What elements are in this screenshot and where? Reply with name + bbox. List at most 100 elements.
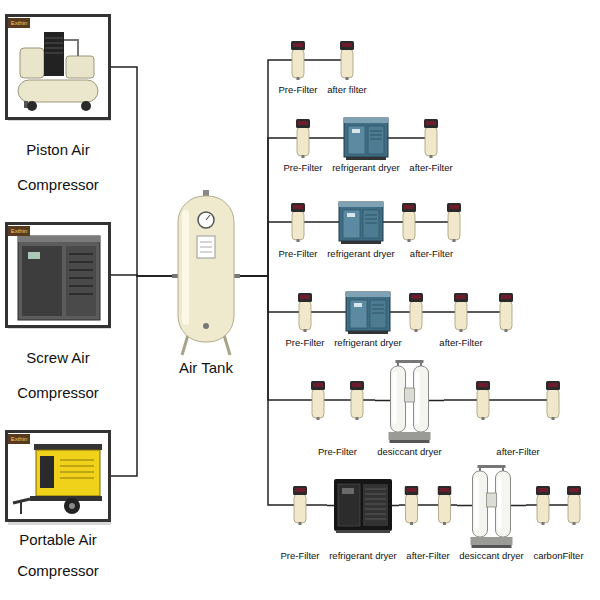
component-icons [402,202,461,242]
component-icons [278,485,322,525]
desiccant-dryer-icon [471,465,513,548]
air-tank-picture [200,242,212,243]
filter-dryer-node: after-Filter [476,380,560,458]
component-icons [276,40,320,80]
component-label: carbonFilter [531,550,586,562]
filter-icon [567,486,581,525]
component-icons [325,40,369,80]
air-tank-picture [198,212,214,228]
air-tank-picture [206,215,210,220]
connector-line [452,504,457,506]
filter-dryer-node: refrigerant dryer [330,116,402,174]
portable-compressor-picture [64,498,80,514]
filter-icon [402,203,416,242]
portable-compressor-picture [34,444,102,450]
component-label: Pre-Filter [283,337,327,349]
filter-dryer-node: desiccant dryer [457,463,526,563]
portable-compressor-picture [60,466,94,467]
refrigerant-dryer-icon [346,292,390,334]
screw-compressor-picture [69,285,93,287]
filter-dryer-node: refrigerant dryer [332,290,404,349]
screw-compressor-picture [69,293,93,295]
component-icons [457,463,526,548]
piston-compressor-picture [7,16,110,119]
filter-dryer-node: after-Filter [402,202,461,260]
screw-compressor-picture [28,252,40,259]
filter-icon [499,293,513,332]
screw-compressor-picture [7,224,110,327]
screw-compressor-picture [66,246,96,316]
screw-compressor-picture [18,236,100,320]
air-tank-picture [200,252,212,253]
screw-compressor-picture [7,224,112,330]
air-tank-picture [178,196,234,342]
filter-dryer-node: after filter [325,40,369,96]
connector-line [364,399,375,401]
connector-line [526,504,531,506]
connector-line [240,138,281,276]
filter-icon [298,293,312,332]
air-tank-picture [182,210,189,325]
connector-line [111,67,172,276]
compressor-node: Piston Air Compressor [5,14,111,202]
component-icons [325,200,397,244]
connector-line [402,137,407,139]
piston-compressor-picture [45,53,63,54]
component-label: refrigerant dryer [332,337,404,349]
compressor-label: Screw Air Compressor [5,340,111,410]
component-icons [283,292,327,332]
connector-line [240,60,276,276]
component-label: after filter [325,84,369,96]
connector-line [240,276,278,505]
connector-line [320,59,325,61]
air-tank-picture [200,247,212,248]
filter-icon [311,381,325,420]
piston-compressor-picture [44,32,64,76]
screw-compressor-picture [8,226,111,329]
component-icons [332,290,404,334]
piston-compressor-picture [20,48,44,78]
filter-icon [546,381,560,420]
screw-compressor-picture [69,277,93,279]
component-label: Pre-Filter [278,550,322,562]
filter-dryer-node: desiccant dryer [375,358,444,459]
logo-text: Exthin [8,226,30,236]
filter-icon [424,119,438,158]
logo-text: Exthin [8,18,30,28]
screw-compressor-picture [69,269,93,271]
portable-compressor-picture [60,478,94,479]
filter-dryer-node: Pre-Filter [283,292,327,349]
logo-text: Exthin [8,434,30,444]
filter-icon [340,41,354,80]
connector-line [444,399,476,401]
portable-compressor-picture [36,450,100,496]
air-tank-picture [172,190,240,355]
portable-compressor-picture [8,434,30,444]
compressor-node: Portable Air Compressor [5,430,111,586]
piston-compressor-picture [27,101,37,111]
filter-dryer-node: Pre-Filter [278,485,322,562]
filter-icon [454,293,468,332]
refrigerant-dryer-icon [344,118,388,160]
filter-icon [447,203,461,242]
filter-dryer-node: Pre-Filter [281,118,325,174]
portable-compressor-picture [7,432,110,521]
piston-compressor-picture [81,101,91,111]
connector-line [240,222,276,276]
component-icons [281,118,325,158]
component-label: refrigerant dryer [325,248,397,260]
compressor-node: Screw Air Compressor [5,222,111,410]
portable-compressor-picture [60,460,94,461]
connector-line [399,504,404,506]
desiccant-dryer-icon [389,360,431,443]
component-icons [327,478,399,533]
component-label: desiccant dryer [457,550,526,562]
refrigerant-dryer-icon [339,202,383,244]
connector-line [404,311,409,313]
connector-line [397,221,402,223]
filter-icon [405,486,419,525]
portable-compressor-picture [20,501,22,514]
piston-compressor-picture [45,48,63,49]
filter-dryer-node: after-Filter [404,485,452,562]
air-tank-picture [182,335,188,355]
